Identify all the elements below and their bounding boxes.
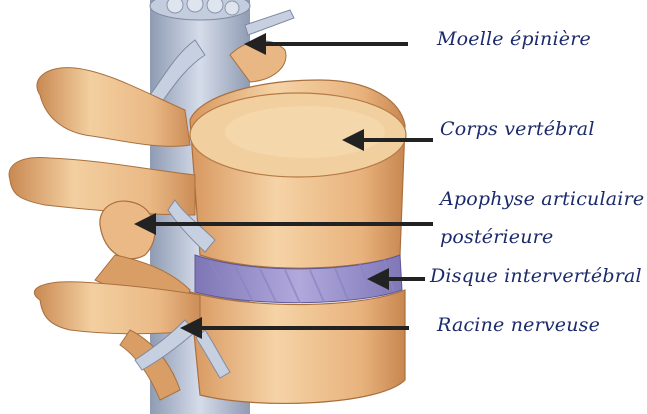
lower-vertebra xyxy=(33,281,406,404)
arrow-nerve-root xyxy=(180,317,409,339)
upper-vertebra-arch xyxy=(36,40,287,147)
label-arrows xyxy=(134,33,433,339)
vertebral-body xyxy=(189,79,407,269)
label-articular-process-line1: Apophyse articulaire xyxy=(440,188,645,210)
label-articular-process-line2: postérieure xyxy=(440,226,554,248)
lower-nerve-root xyxy=(134,319,231,379)
intervertebral-disc xyxy=(194,254,403,304)
label-spinal-cord: Moelle épinière xyxy=(437,28,591,50)
arrow-vertebral-body xyxy=(342,129,433,151)
transverse-process xyxy=(8,156,196,216)
arrow-intervertebral-disc xyxy=(367,268,425,290)
arrow-articular-process xyxy=(134,213,433,235)
label-nerve-root: Racine nerveuse xyxy=(437,314,601,336)
label-vertebral-body: Corps vertébral xyxy=(440,118,595,140)
arrow-spinal-cord xyxy=(244,33,408,55)
label-intervertebral-disc: Disque intervertébral xyxy=(430,265,642,287)
